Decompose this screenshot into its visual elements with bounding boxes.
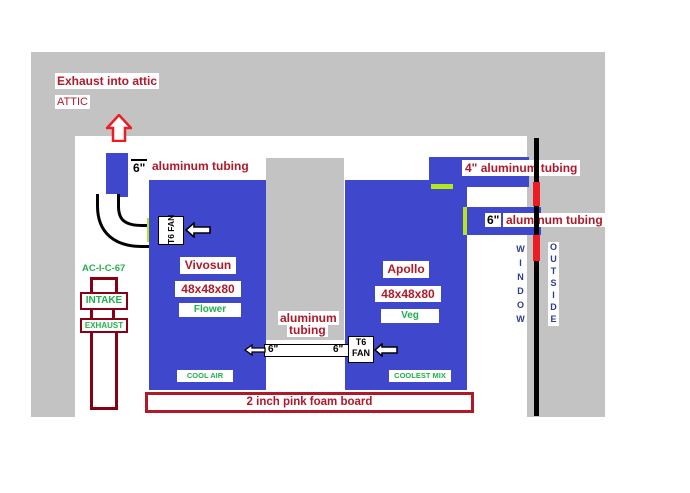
top-duct-green-connector [431,184,453,189]
left-duct-elbow [96,194,150,248]
exhaust-into-attic-label: Exhaust into attic [55,73,160,89]
right-tubing-size: 6" [485,213,502,227]
outside-letter: O [548,242,559,254]
middle-fan-arrow-icon [374,343,398,357]
ac-frame-middle-left [90,306,93,318]
vivosun-size: 48x48x80 [175,281,241,297]
left-fan-line2: FAN [165,214,176,232]
window-letter: O [515,300,526,312]
window-wall-line [534,138,539,416]
partition-wall [266,158,344,340]
middle-tubing-label-line2: tubing [287,323,328,337]
left-tubing-label: aluminum tubing [149,159,252,173]
left-fan-arrow-icon [185,222,211,238]
window-red-lower [533,235,540,261]
middle-right-size: 6" [333,344,344,355]
outside-letter: E [548,314,559,326]
vivosun-name: Vivosun [180,257,236,274]
middle-tubing-label-line1: aluminum [278,311,339,325]
exhaust-up-arrow-icon [106,114,132,142]
ac-frame-upper [90,277,118,295]
foam-board-floor: 2 inch pink foam board [145,392,474,413]
outside-letter: D [548,302,559,314]
vivosun-air-note: COOL AIR [177,370,233,382]
middle-duct-left-arrow-icon [244,344,266,356]
ac-intake-label: INTAKE [80,292,128,310]
outside-letter: U [548,254,559,266]
apollo-size: 48x48x80 [375,286,441,302]
left-t6-fan: T6 FAN [158,214,184,245]
ac-frame-middle-right [112,306,115,318]
window-letter: D [515,286,526,298]
middle-left-size: 6" [268,344,279,355]
top-right-tubing-label: 4" aluminum tubing [462,160,581,176]
middle-fan-line1: T6 [355,337,367,347]
middle-fan-line2: FAN [352,348,370,358]
window-letter: W [515,314,526,326]
right-tubing-label: aluminum tubing [503,213,606,227]
attic-label: ATTIC [55,95,90,109]
ac-exhaust-label: EXHAUST [80,318,128,333]
vivosun-stage: Flower [179,303,241,317]
apollo-air-note: COOLEST MIX [389,370,451,382]
window-letter: I [515,258,526,270]
apollo-stage: Veg [381,309,439,323]
right-duct-green-connector [463,207,467,235]
left-tubing-size: 6" [131,159,148,175]
left-exhaust-duct [106,153,128,197]
window-letter: W [515,244,526,256]
outside-letter: S [548,278,559,290]
window-red-upper [533,182,540,206]
window-letter: N [515,272,526,284]
middle-t6-fan: T6 FAN [348,336,374,363]
apollo-name: Apollo [383,261,429,278]
ac-frame-lower [90,330,118,410]
left-fan-line1: T6 [165,234,176,244]
outside-letter: I [548,290,559,302]
outside-letter: T [548,266,559,278]
ac-model-label: AC-I-C-67 [82,263,126,274]
